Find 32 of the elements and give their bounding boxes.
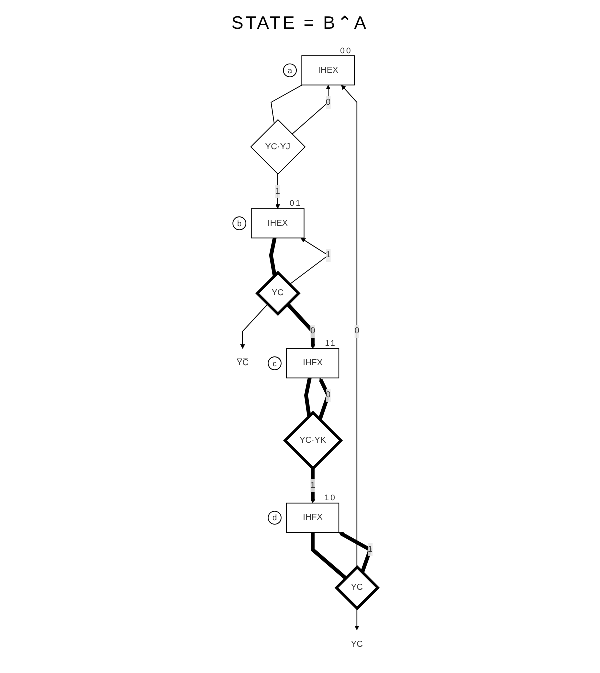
arrow (354, 608, 360, 631)
node-box: IHEX (302, 56, 356, 86)
edge-label: 1 (368, 545, 373, 554)
diagram-title: STATE = B⌃A (232, 12, 368, 34)
arrow (286, 303, 316, 350)
edge-label: 0 (326, 390, 331, 400)
connector (304, 378, 312, 417)
arrow (338, 532, 373, 574)
connector (311, 532, 348, 580)
arrow (292, 85, 331, 135)
arrow (240, 304, 268, 350)
arrow (310, 468, 316, 504)
connector (269, 238, 277, 276)
node-box: IHFX (286, 502, 340, 534)
edge-label: 0 (326, 98, 331, 107)
edge-label: 1 (276, 186, 280, 196)
node-box: IHEX (251, 208, 305, 239)
edge-label: 0 (310, 326, 316, 336)
node-diamond: YC (256, 271, 301, 316)
connector (270, 84, 303, 124)
edge-label: 1 (326, 250, 331, 260)
node-diamond: YC·YK (283, 410, 344, 471)
node-text: Y̅C̅ (236, 358, 249, 368)
arrow (276, 174, 280, 210)
edge-label: 0 (354, 326, 360, 336)
node-diamond: YC (334, 565, 380, 611)
node-box: IHFX (286, 348, 340, 379)
edge-label: 1 (310, 481, 316, 490)
arrow (341, 85, 358, 568)
arrow (318, 378, 330, 421)
node-diamond: YC·YJ (250, 119, 306, 175)
node-text: YC (351, 640, 364, 650)
